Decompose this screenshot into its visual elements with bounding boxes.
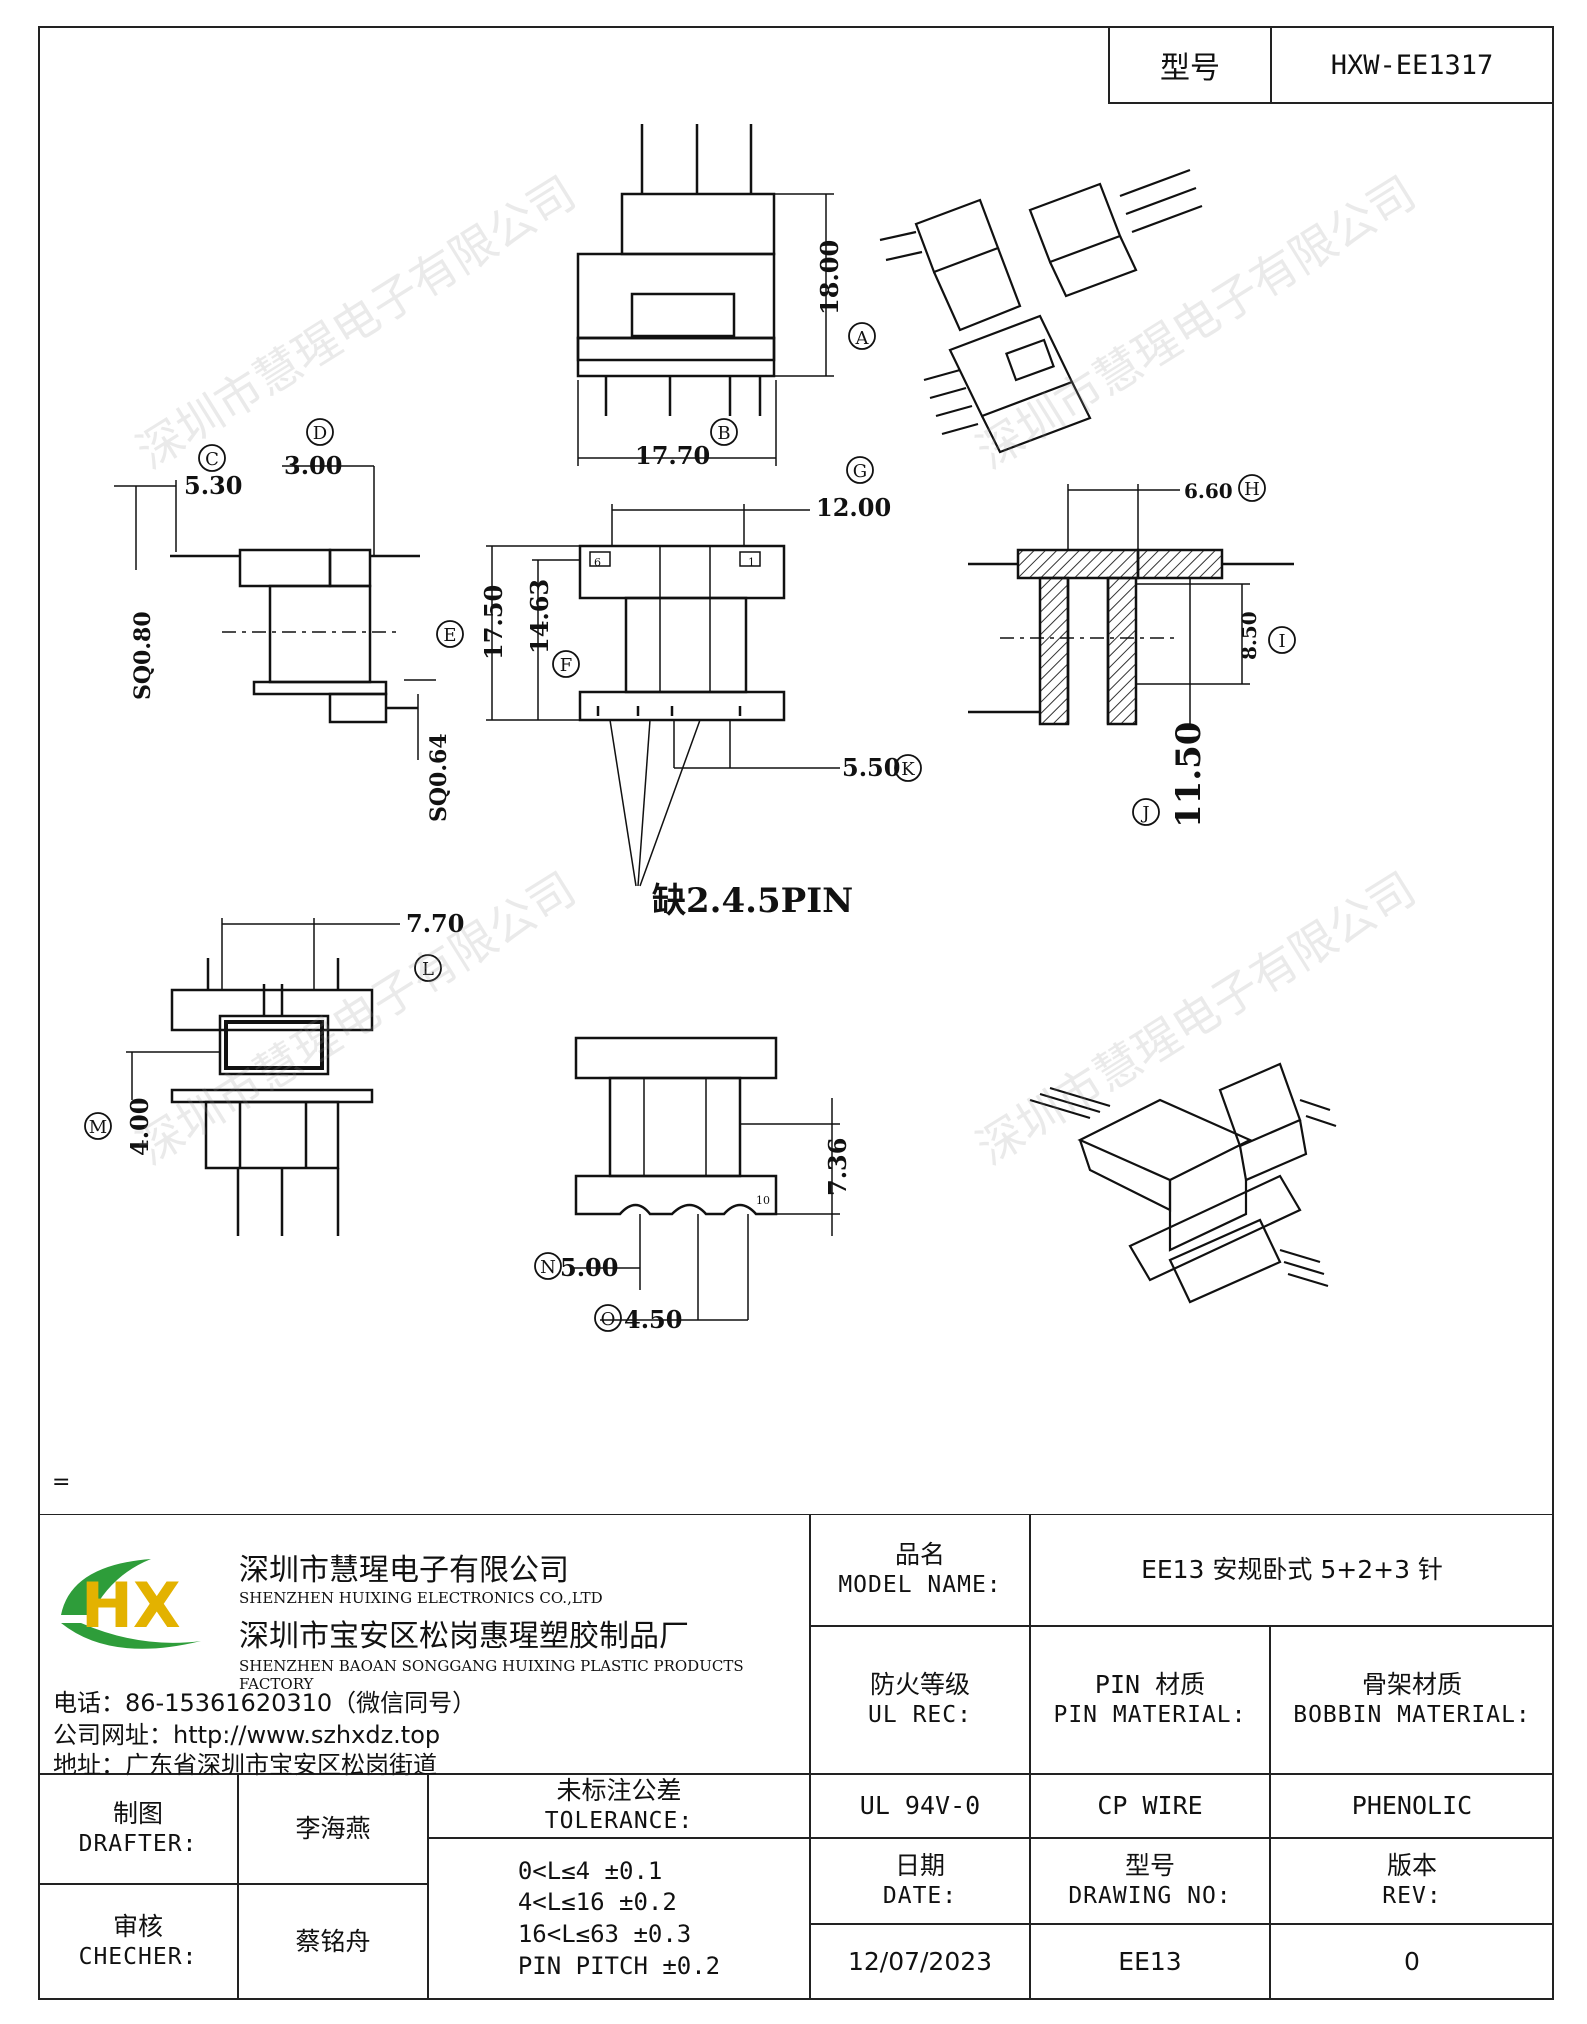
marker-A: A xyxy=(855,328,870,349)
revision-value: 0 xyxy=(1270,1924,1554,2000)
dim-sq2-value: SQ0.64 xyxy=(426,733,452,822)
dim-B-value: 17.70 xyxy=(635,441,710,470)
bobbin-material-label: 骨架材质 BOBBIN MATERIAL: xyxy=(1270,1626,1554,1774)
date-label: 日期 DATE: xyxy=(810,1838,1030,1924)
top-view-center xyxy=(486,504,840,887)
marker-E: E xyxy=(443,625,456,646)
marker-K: K xyxy=(901,759,915,780)
end-view-left xyxy=(126,918,400,1236)
isometric-view-top xyxy=(879,168,1203,454)
watermark-2: 深圳市慧瑆电子有限公司 xyxy=(967,165,1425,479)
drafter-label: 制图 DRAFTER: xyxy=(38,1774,238,1884)
marker-C: C xyxy=(205,449,219,470)
company-info: HX 深圳市慧瑆电子有限公司 SHENZHEN HUIXING ELECTRON… xyxy=(38,1514,810,1779)
pin-number-10: 10 xyxy=(756,1194,770,1207)
watermark-4: 深圳市慧瑆电子有限公司 xyxy=(967,861,1425,1175)
dim-C-value: 5.30 xyxy=(184,471,242,500)
company-logo: HX xyxy=(61,1559,201,1649)
model-name-value: EE13 安规卧式 5+2+3 针 xyxy=(1030,1514,1554,1626)
pin-material-label: PIN 材质 PIN MATERIAL: xyxy=(1030,1626,1270,1774)
tolerance-table: 0<L≤4 ±0.1 4<L≤16 ±0.2 16<L≤63 ±0.3 PIN … xyxy=(428,1838,810,2000)
bobbin-material-value: PHENOLIC xyxy=(1270,1774,1554,1838)
revision-label: 版本 REV: xyxy=(1270,1838,1554,1924)
dim-O-value: 4.50 xyxy=(624,1305,682,1334)
watermark-1: 深圳市慧瑆电子有限公司 xyxy=(127,165,585,479)
marker-B: B xyxy=(717,423,730,444)
factory-name-en: SHENZHEN BAOAN SONGGANG HUIXING PLASTIC … xyxy=(239,1657,744,1693)
side-view-left xyxy=(114,465,436,760)
dim-H-value: 6.60 xyxy=(1184,479,1233,503)
dim-K-value: 5.50 xyxy=(842,753,900,782)
checker-value: 蔡铭舟 xyxy=(238,1884,428,2000)
dim-N-value: 5.00 xyxy=(560,1253,618,1282)
dim-L-value: 7.70 xyxy=(406,909,464,938)
tolerance-line: PIN PITCH ±0.2 xyxy=(517,1951,721,1980)
marker-I: I xyxy=(1278,631,1285,652)
pin-material-value: CP WIRE xyxy=(1030,1774,1270,1838)
dim-J-value: 11.50 xyxy=(1169,722,1209,828)
front-view-bottom xyxy=(572,1036,840,1321)
dim-D-value: 3.00 xyxy=(284,451,342,480)
fire-rating-label: 防火等级 UL REC: xyxy=(810,1626,1030,1774)
tolerance-line: 0<L≤4 ±0.1 xyxy=(517,1856,663,1885)
company-phone: 电话：86-15361620310（微信同号） xyxy=(53,1689,477,1717)
tolerance-line: 16<L≤63 ±0.3 xyxy=(517,1920,692,1948)
section-view-right xyxy=(968,484,1294,726)
model-value: HXW-EE1317 xyxy=(1330,49,1494,81)
technical-drawing: 18.00 A 17.70 B 5.30 C 3.00 D SQ0.80 SQ0… xyxy=(84,124,1425,1334)
factory-name-cn: 深圳市宝安区松岗惠瑆塑胶制品厂 xyxy=(239,1619,689,1654)
company-name-en: SHENZHEN HUIXING ELECTRONICS CO.,LTD xyxy=(239,1589,603,1607)
marker-H: H xyxy=(1244,479,1260,500)
marker-O: O xyxy=(601,1309,616,1330)
model-label: 型号 xyxy=(1110,28,1272,102)
marker-G: G xyxy=(853,461,867,482)
note-mark: = xyxy=(52,1470,71,1495)
title-block: HX 深圳市慧瑆电子有限公司 SHENZHEN HUIXING ELECTRON… xyxy=(38,1514,1554,2000)
date-value: 12/07/2023 xyxy=(810,1924,1030,2000)
company-website: 公司网址：http://www.szhxdz.top xyxy=(53,1721,441,1749)
model-name-label: 品名 MODEL NAME: xyxy=(810,1514,1030,1626)
dim-E-value: 17.50 xyxy=(479,585,508,660)
marker-M: M xyxy=(89,1117,107,1138)
dim-G-value: 12.00 xyxy=(816,493,891,522)
dim-h2-value: 7.36 xyxy=(823,1138,852,1196)
dim-I-value: 8.50 xyxy=(1237,611,1261,660)
fire-rating-value: UL 94V-0 xyxy=(810,1774,1030,1838)
marker-J: J xyxy=(1140,803,1149,824)
pin-number-6: 6 xyxy=(594,556,601,569)
dim-F-value: 14.63 xyxy=(525,579,554,654)
drawing-no-label: 型号 DRAWING NO: xyxy=(1030,1838,1270,1924)
company-name-cn: 深圳市慧瑆电子有限公司 xyxy=(239,1553,569,1588)
marker-L: L xyxy=(422,959,434,980)
front-view-top xyxy=(576,124,834,466)
dim-sq1-value: SQ0.80 xyxy=(130,611,156,700)
model-header-box: 型号 HXW-EE1317 xyxy=(1108,26,1554,104)
logo-letters: HX xyxy=(81,1569,181,1642)
watermark-3: 深圳市慧瑆电子有限公司 xyxy=(127,861,585,1175)
marker-N: N xyxy=(540,1257,556,1278)
marker-D: D xyxy=(313,423,327,444)
tolerance-label: 未标注公差 TOLERANCE: xyxy=(428,1774,810,1838)
dim-M-value: 4.00 xyxy=(125,1098,154,1156)
pin-number-1: 1 xyxy=(748,556,755,569)
marker-F: F xyxy=(560,655,573,676)
missing-pin-note: 缺2.4.5PIN xyxy=(652,881,853,921)
tolerance-line: 4<L≤16 ±0.2 xyxy=(517,1888,677,1917)
checker-label: 审核 CHECHER: xyxy=(38,1884,238,2000)
drawing-no-value: EE13 xyxy=(1030,1924,1270,2000)
drafter-value: 李海燕 xyxy=(238,1774,428,1884)
isometric-view-bottom xyxy=(1029,1062,1337,1304)
dim-A-value: 18.00 xyxy=(815,240,844,315)
